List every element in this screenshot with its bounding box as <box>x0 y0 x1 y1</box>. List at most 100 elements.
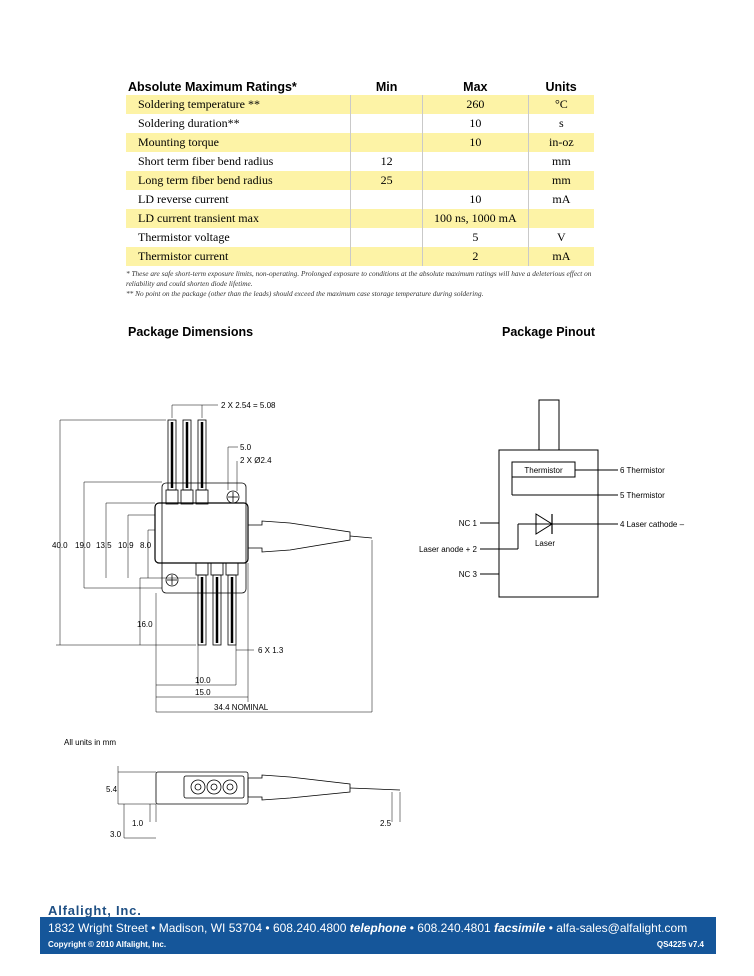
dim-pin-width: 6 X 1.3 <box>258 646 284 655</box>
footer-telephone-label: telephone <box>349 921 407 935</box>
dim-40-0: 40.0 <box>52 541 68 550</box>
laser-label: Laser <box>535 539 555 548</box>
table-header-row: Absolute Maximum Ratings* Min Max Units <box>126 78 594 95</box>
package-side-view-drawing: 5.4 1.0 3.0 2.5 <box>106 766 401 839</box>
pin-4-label: 4 Laser cathode – <box>620 520 685 529</box>
cell-parameter: Thermistor voltage <box>138 230 230 244</box>
column-header-min: Min <box>375 79 398 94</box>
pin-5-label: 5 Thermistor <box>620 491 665 500</box>
cell-parameter: Soldering temperature ** <box>126 95 351 114</box>
side-dim-3-0: 3.0 <box>110 830 122 839</box>
cell-max <box>421 171 529 190</box>
pin-2-label: Laser anode + 2 <box>419 545 478 554</box>
cell-min: 25 <box>350 171 423 190</box>
cell-max: 10 <box>421 114 529 133</box>
cell-parameter: LD current transient max <box>126 209 351 228</box>
side-dim-5-4: 5.4 <box>106 785 118 794</box>
footer-contact-line: 1832 Wright Street • Madison, WI 53704 •… <box>48 921 687 935</box>
cell-units: s <box>527 114 594 133</box>
dim-16-0: 16.0 <box>137 620 153 629</box>
package-dimensions-drawing: 2 X 2.54 = 5.08 5.0 2 X Ø2.4 40.0 19.0 1… <box>52 401 373 713</box>
footer-bar: 1832 Wright Street • Madison, WI 53704 •… <box>40 917 716 954</box>
cell-parameter: Mounting torque <box>126 133 351 152</box>
cell-min <box>350 228 423 247</box>
footer-facsimile-label: facsimile <box>494 921 546 935</box>
cell-max: 100 ns, 1000 mA <box>421 209 529 228</box>
column-header-units: Units <box>545 79 577 94</box>
footer-address: 1832 Wright Street • Madison, WI 53704 •… <box>48 921 347 935</box>
side-view-fiber-boot <box>247 774 351 801</box>
pin-6-label: 6 Thermistor <box>620 466 665 475</box>
mounting-hole-bottom <box>165 573 179 587</box>
cell-min <box>350 95 423 114</box>
dim-5-0: 5.0 <box>240 443 252 452</box>
cell-min: 12 <box>350 152 423 171</box>
laser-diode-symbol <box>535 513 553 535</box>
optical-fiber <box>349 535 373 539</box>
cell-parameter: Soldering duration** <box>138 116 240 130</box>
footnote-2: ** No point on the package (other than t… <box>126 289 484 298</box>
dim-15-0-width: 15.0 <box>195 688 211 697</box>
cell-parameter: Short term fiber bend radius <box>138 154 274 168</box>
cell-max: 10 <box>421 133 529 152</box>
footnote-1: * These are safe short-term exposure lim… <box>126 269 592 288</box>
dim-10-0-width: 10.0 <box>195 676 211 685</box>
units-note: All units in mm <box>64 738 117 747</box>
cell-units: °C <box>527 95 594 114</box>
side-view-body <box>155 771 249 805</box>
cell-min <box>350 114 423 133</box>
cell-min <box>350 133 423 152</box>
absolute-max-ratings-table: Absolute Maximum Ratings* Min Max Units … <box>126 78 594 266</box>
dim-lead-pitch: 2 X 2.54 = 5.08 <box>221 401 276 410</box>
lead-lower-3 <box>227 574 237 646</box>
column-header-parameter: Absolute Maximum Ratings* <box>128 79 297 94</box>
dim-hole-diameter: 2 X Ø2.4 <box>240 456 272 465</box>
fiber-boot <box>247 520 351 553</box>
cell-max: 2 <box>421 247 529 266</box>
side-view-lead-1 <box>190 779 206 795</box>
footer-email[interactable]: • alfa-sales@alfalight.com <box>548 921 688 935</box>
ratings-footnotes: * These are safe short-term exposure lim… <box>126 269 596 299</box>
cell-max: 5 <box>421 228 529 247</box>
cell-parameter: LD reverse current <box>138 192 229 206</box>
pin-3-label: NC 3 <box>459 570 478 579</box>
cell-units: mm <box>527 171 594 190</box>
package-body <box>154 502 249 564</box>
footer-fax: • 608.240.4801 <box>409 921 491 935</box>
table-row: Soldering temperature **260°C <box>126 95 594 114</box>
dim-19-0: 19.0 <box>75 541 91 550</box>
table-row: LD current transient max 100 ns, 1000 mA <box>126 209 594 228</box>
footer-version: QS4225 v7.4 <box>656 940 704 949</box>
thermistor-box-label: Thermistor <box>524 466 563 475</box>
dim-34-4-nominal: 34.4 NOMINAL <box>214 703 269 712</box>
cell-units: mA <box>527 247 594 266</box>
pin-1-label: NC 1 <box>459 519 478 528</box>
package-pinout-heading: Package Pinout <box>502 325 596 339</box>
cell-units <box>527 209 594 228</box>
lead-lower-1 <box>197 574 207 646</box>
dim-8-0: 8.0 <box>140 541 152 550</box>
lead-lower-2 <box>212 574 222 646</box>
cell-parameter: Long term fiber bend radius <box>126 171 351 190</box>
column-header-max: Max <box>463 79 488 94</box>
footer-copyright: Copyright © 2010 Alfalight, Inc. <box>48 940 167 949</box>
package-dimensions-heading: Package Dimensions <box>128 325 254 339</box>
cell-parameter: Thermistor current <box>126 247 351 266</box>
mounting-flange <box>161 482 247 594</box>
side-view-lead-2 <box>206 779 222 795</box>
cell-min <box>350 190 423 209</box>
dim-13-5: 13.5 <box>96 541 112 550</box>
cell-units: in-oz <box>527 133 594 152</box>
package-pinout-diagram: Thermistor 6 Thermistor 5 Thermistor 4 L… <box>419 399 685 598</box>
cell-max <box>421 152 529 171</box>
cell-units: V <box>527 228 594 247</box>
cell-units: mA <box>527 190 594 209</box>
cell-min <box>350 247 423 266</box>
mounting-hole-top <box>226 490 240 504</box>
side-dim-2-5: 2.5 <box>380 819 392 828</box>
